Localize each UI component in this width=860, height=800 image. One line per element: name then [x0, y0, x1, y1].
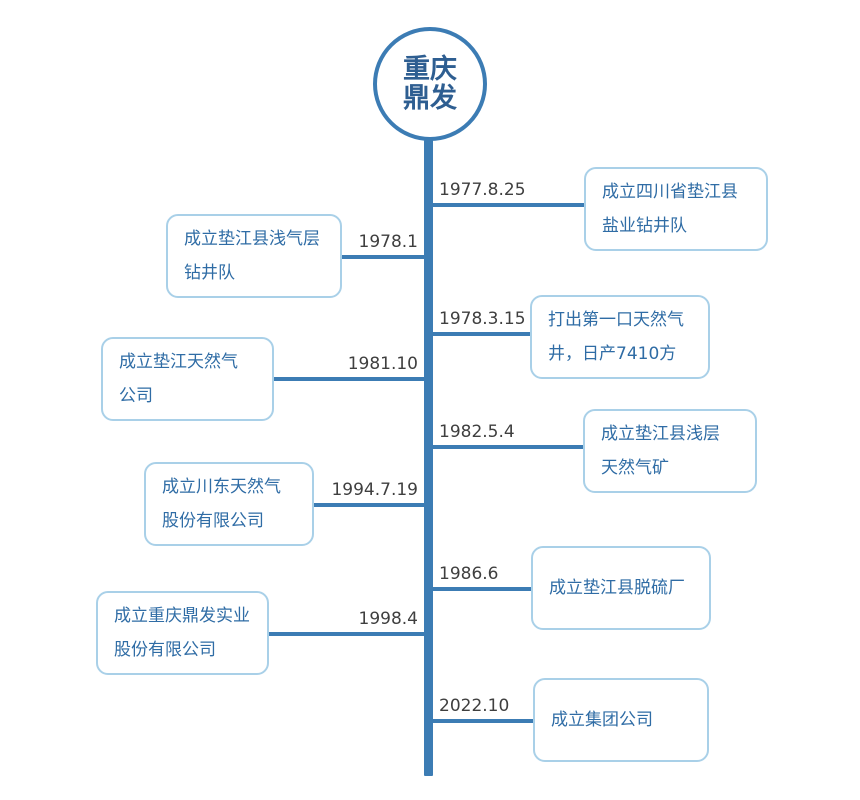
event-card-line: 盐业钻井队 — [602, 216, 687, 236]
company-logo: 重庆 鼎发 — [373, 27, 487, 141]
event-connector-line — [424, 587, 533, 591]
logo-circle-icon — [373, 27, 487, 141]
event-connector-line — [267, 632, 433, 636]
event-card-line: 成立集团公司 — [551, 710, 653, 730]
event-card[interactable]: 成立垫江县浅层天然气矿 — [583, 409, 757, 493]
event-date-label: 1978.1 — [358, 232, 418, 252]
event-card-line: 成立垫江县脱硫厂 — [549, 578, 685, 598]
event-card[interactable]: 成立重庆鼎发实业股份有限公司 — [96, 591, 269, 675]
event-date-label: 2022.10 — [439, 696, 510, 716]
event-connector-line — [340, 255, 433, 259]
event-card-line: 股份有限公司 — [114, 640, 216, 660]
event-connector-line — [424, 332, 532, 336]
event-card[interactable]: 成立垫江天然气公司 — [101, 337, 274, 421]
logo-line-1: 重庆 — [403, 53, 457, 85]
event-date-label: 1986.6 — [439, 564, 499, 584]
event-card-line: 成立垫江县浅气层 — [184, 229, 320, 249]
event-card[interactable]: 成立集团公司 — [533, 678, 709, 762]
event-date-label: 1977.8.25 — [439, 180, 526, 200]
event-card-line: 公司 — [119, 386, 153, 406]
event-card[interactable]: 成立垫江县浅气层钻井队 — [166, 214, 342, 298]
event-card-line: 成立重庆鼎发实业 — [114, 606, 250, 626]
logo-line-2: 鼎发 — [403, 83, 457, 114]
event-card-line: 成立垫江县浅层 — [601, 424, 720, 444]
event-connector-line — [424, 445, 585, 449]
event-card-line: 井，日产7410方 — [548, 344, 677, 364]
event-card-line: 打出第一口天然气 — [548, 310, 684, 330]
event-card[interactable]: 成立川东天然气股份有限公司 — [144, 462, 314, 546]
event-date-label: 1994.7.19 — [331, 480, 418, 500]
event-date-label: 1978.3.15 — [439, 309, 526, 329]
event-card[interactable]: 打出第一口天然气井，日产7410方 — [530, 295, 710, 379]
event-card-line: 天然气矿 — [601, 458, 669, 478]
event-card-line: 成立川东天然气 — [162, 477, 281, 497]
event-card-line: 成立垫江天然气 — [119, 352, 238, 372]
event-card-line: 钻井队 — [184, 263, 235, 283]
event-date-label: 1981.10 — [347, 354, 418, 374]
event-card-line: 股份有限公司 — [162, 511, 264, 531]
event-connector-line — [424, 719, 535, 723]
event-card-line: 成立四川省垫江县 — [602, 182, 738, 202]
event-date-label: 1982.5.4 — [439, 422, 515, 442]
event-card[interactable]: 成立四川省垫江县盐业钻井队 — [584, 167, 768, 251]
event-date-label: 1998.4 — [358, 609, 418, 629]
event-card[interactable]: 成立垫江县脱硫厂 — [531, 546, 711, 630]
logo-text: 重庆 鼎发 — [373, 27, 487, 141]
timeline-spine — [424, 140, 433, 776]
event-connector-line — [272, 377, 433, 381]
event-connector-line — [424, 203, 586, 207]
event-connector-line — [312, 503, 433, 507]
